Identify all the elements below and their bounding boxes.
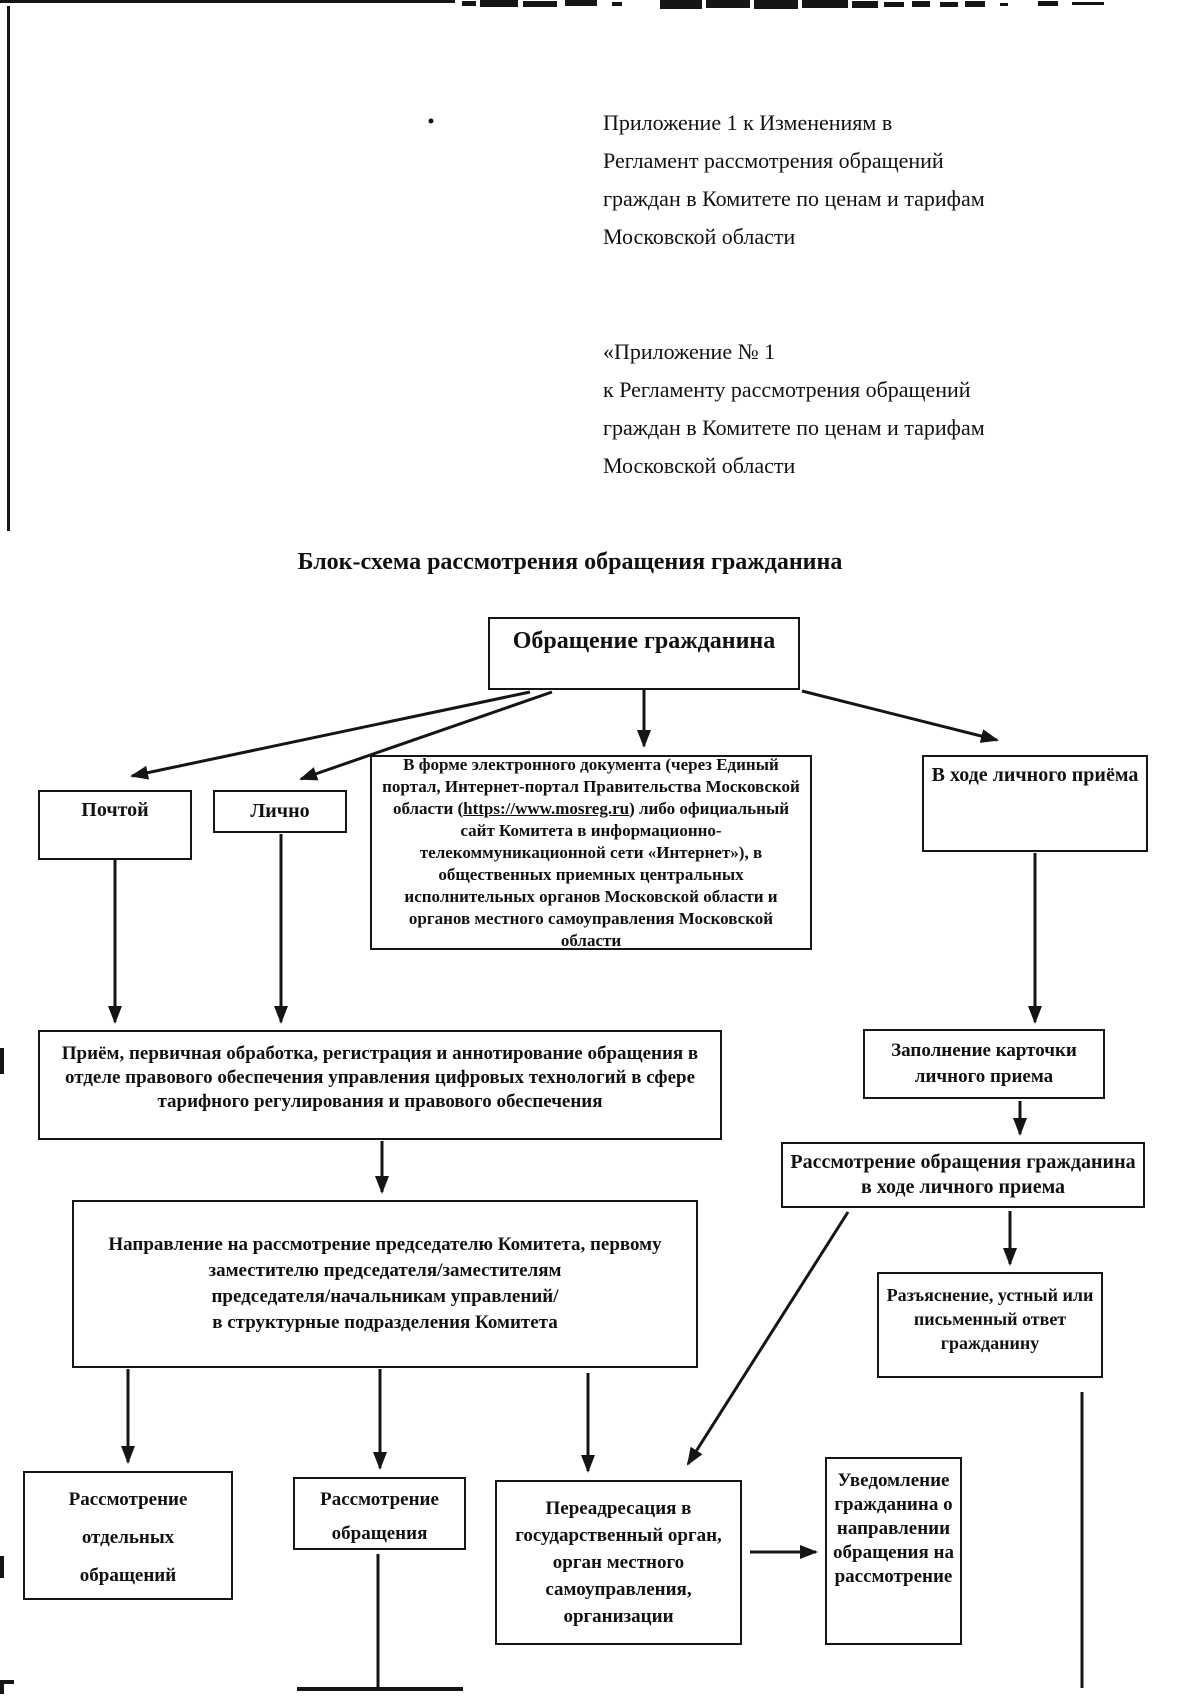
appendix-subheader: «Приложение № 1 к Регламенту рассмотрени… <box>603 339 985 478</box>
node-forwarding: Переадресация в государственный орган, о… <box>495 1480 742 1645</box>
arrow-appeal-to-mail <box>130 690 531 780</box>
node-notification: Уведомление гражданина о направлении обр… <box>825 1457 962 1645</box>
node-personal-reception-label: В ходе личного приёма <box>931 764 1139 786</box>
node-personal-consideration-label: Рассмотрение обращения гражданина в ходе… <box>790 1151 1136 1198</box>
node-separate-appeals: Рассмотрение отдельных обращений <box>23 1471 233 1600</box>
node-in-person-label: Лично <box>250 800 310 822</box>
scan-artifacts <box>0 0 1104 1694</box>
node-fill-card-label: Заполнение карточки личного приема <box>891 1040 1077 1087</box>
arrow-appeal-to-reception <box>801 689 999 743</box>
electronic-text-after-url: ) либо официальный сайт Комитета в инфор… <box>404 798 790 950</box>
node-separate-appeals-label: Рассмотрение отдельных обращений <box>68 1489 188 1586</box>
page-title: Блок-схема рассмотрения обращения гражда… <box>297 549 843 575</box>
node-appeal-consideration: Рассмотрение обращения <box>293 1477 466 1550</box>
node-electronic-document: В форме электронного документа (через Ед… <box>370 755 812 950</box>
node-in-person: Лично <box>213 790 347 833</box>
node-explanation-answer-label: Разъяснение, устный или письменный ответ… <box>886 1285 1094 1353</box>
node-direction-to-chairman-label: Направление на рассмотрение председателю… <box>108 1234 662 1333</box>
node-direction-to-chairman: Направление на рассмотрение председателю… <box>72 1200 698 1368</box>
node-notification-label: Уведомление гражданина о направлении обр… <box>833 1470 954 1587</box>
node-forwarding-label: Переадресация в государственный орган, о… <box>515 1498 722 1627</box>
arrow-personal-consideration-to-forwarding <box>686 1211 850 1466</box>
mosreg-url: https://www.mosreg.ru <box>463 798 630 818</box>
node-fill-card: Заполнение карточки личного приема <box>863 1029 1105 1099</box>
node-appeal-consideration-label: Рассмотрение обращения <box>320 1489 439 1544</box>
node-reception-processing: Приём, первичная обработка, регистрация … <box>38 1030 722 1140</box>
arrow-appeal-to-inperson <box>299 690 553 781</box>
node-citizen-appeal-label: Обращение гражданина <box>512 628 776 654</box>
node-citizen-appeal: Обращение гражданина <box>488 617 800 690</box>
appendix-header: Приложение 1 к Изменениям в Регламент ра… <box>603 110 985 249</box>
node-reception-processing-label: Приём, первичная обработка, регистрация … <box>61 1043 699 1112</box>
node-by-mail: Почтой <box>38 790 192 860</box>
node-explanation-answer: Разъяснение, устный или письменный ответ… <box>877 1272 1103 1378</box>
node-electronic-document-label: В форме электронного документа (через Ед… <box>380 754 802 952</box>
node-by-mail-label: Почтой <box>81 799 149 821</box>
node-personal-reception: В ходе личного приёма <box>922 755 1148 852</box>
electronic-text-before-url: В форме электронного документа (через Ед… <box>382 754 800 818</box>
node-personal-consideration: Рассмотрение обращения гражданина в ходе… <box>781 1142 1145 1208</box>
